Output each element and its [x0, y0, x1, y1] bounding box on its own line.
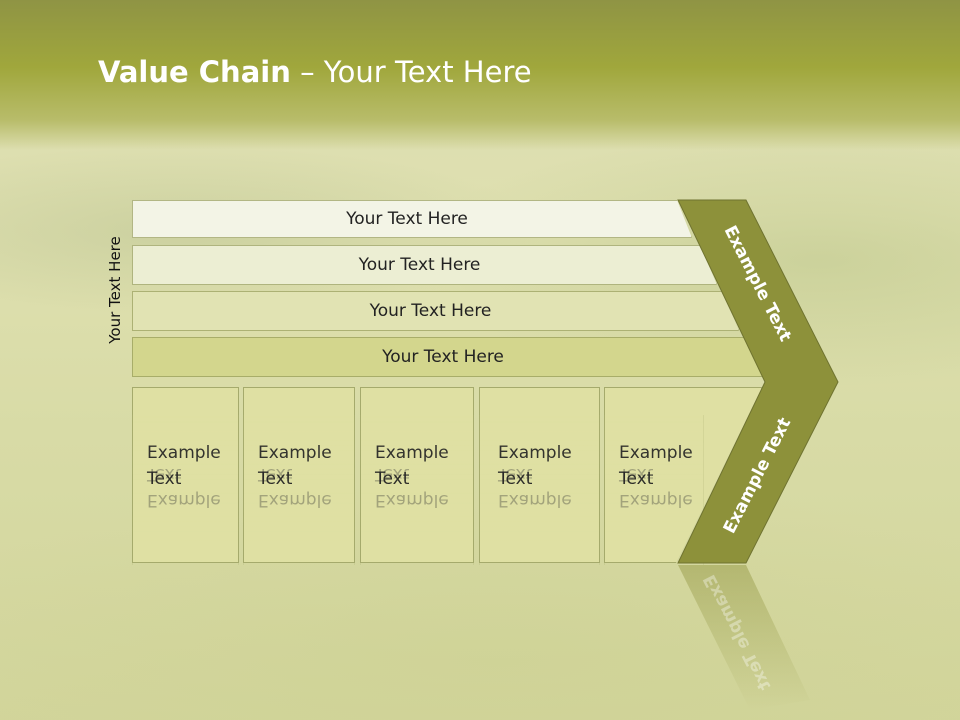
- chevron-reflection: [678, 565, 810, 710]
- activity-column-4: Example Text: [479, 387, 600, 563]
- column-line-2: Text: [498, 469, 533, 489]
- value-chain-row-3: Your Text Here: [132, 291, 739, 331]
- chevron-arrow: [677, 199, 839, 564]
- row-label: Your Text Here: [358, 255, 481, 275]
- slide-title: Value Chain – Your Text Here: [98, 55, 532, 89]
- activity-column-3: Example Text: [360, 387, 474, 563]
- header-band: [0, 0, 960, 150]
- column-line-1: Example: [258, 443, 332, 463]
- column-line-2: Text: [258, 469, 293, 489]
- column-line-1: Example: [619, 443, 693, 463]
- row-label: Your Text Here: [382, 347, 504, 367]
- value-chain-row-1: Your Text Here: [132, 200, 692, 238]
- value-chain-row-2: Your Text Here: [132, 245, 717, 285]
- column-line-2: Text: [375, 469, 410, 489]
- row-label: Your Text Here: [346, 209, 468, 229]
- activity-column-1: Example Text: [132, 387, 239, 563]
- column-line-1: Example: [498, 443, 572, 463]
- column-line-2: Text: [147, 469, 182, 489]
- value-chain-row-4: Your Text Here: [132, 337, 764, 377]
- title-bold: Value Chain: [98, 55, 291, 89]
- column-line-1: Example: [147, 443, 221, 463]
- title-rest: – Your Text Here: [290, 55, 532, 89]
- activity-column-2: Example Text: [243, 387, 355, 563]
- column-line-1: Example: [375, 443, 449, 463]
- column-line-2: Text: [619, 469, 654, 489]
- row-label: Your Text Here: [369, 301, 492, 321]
